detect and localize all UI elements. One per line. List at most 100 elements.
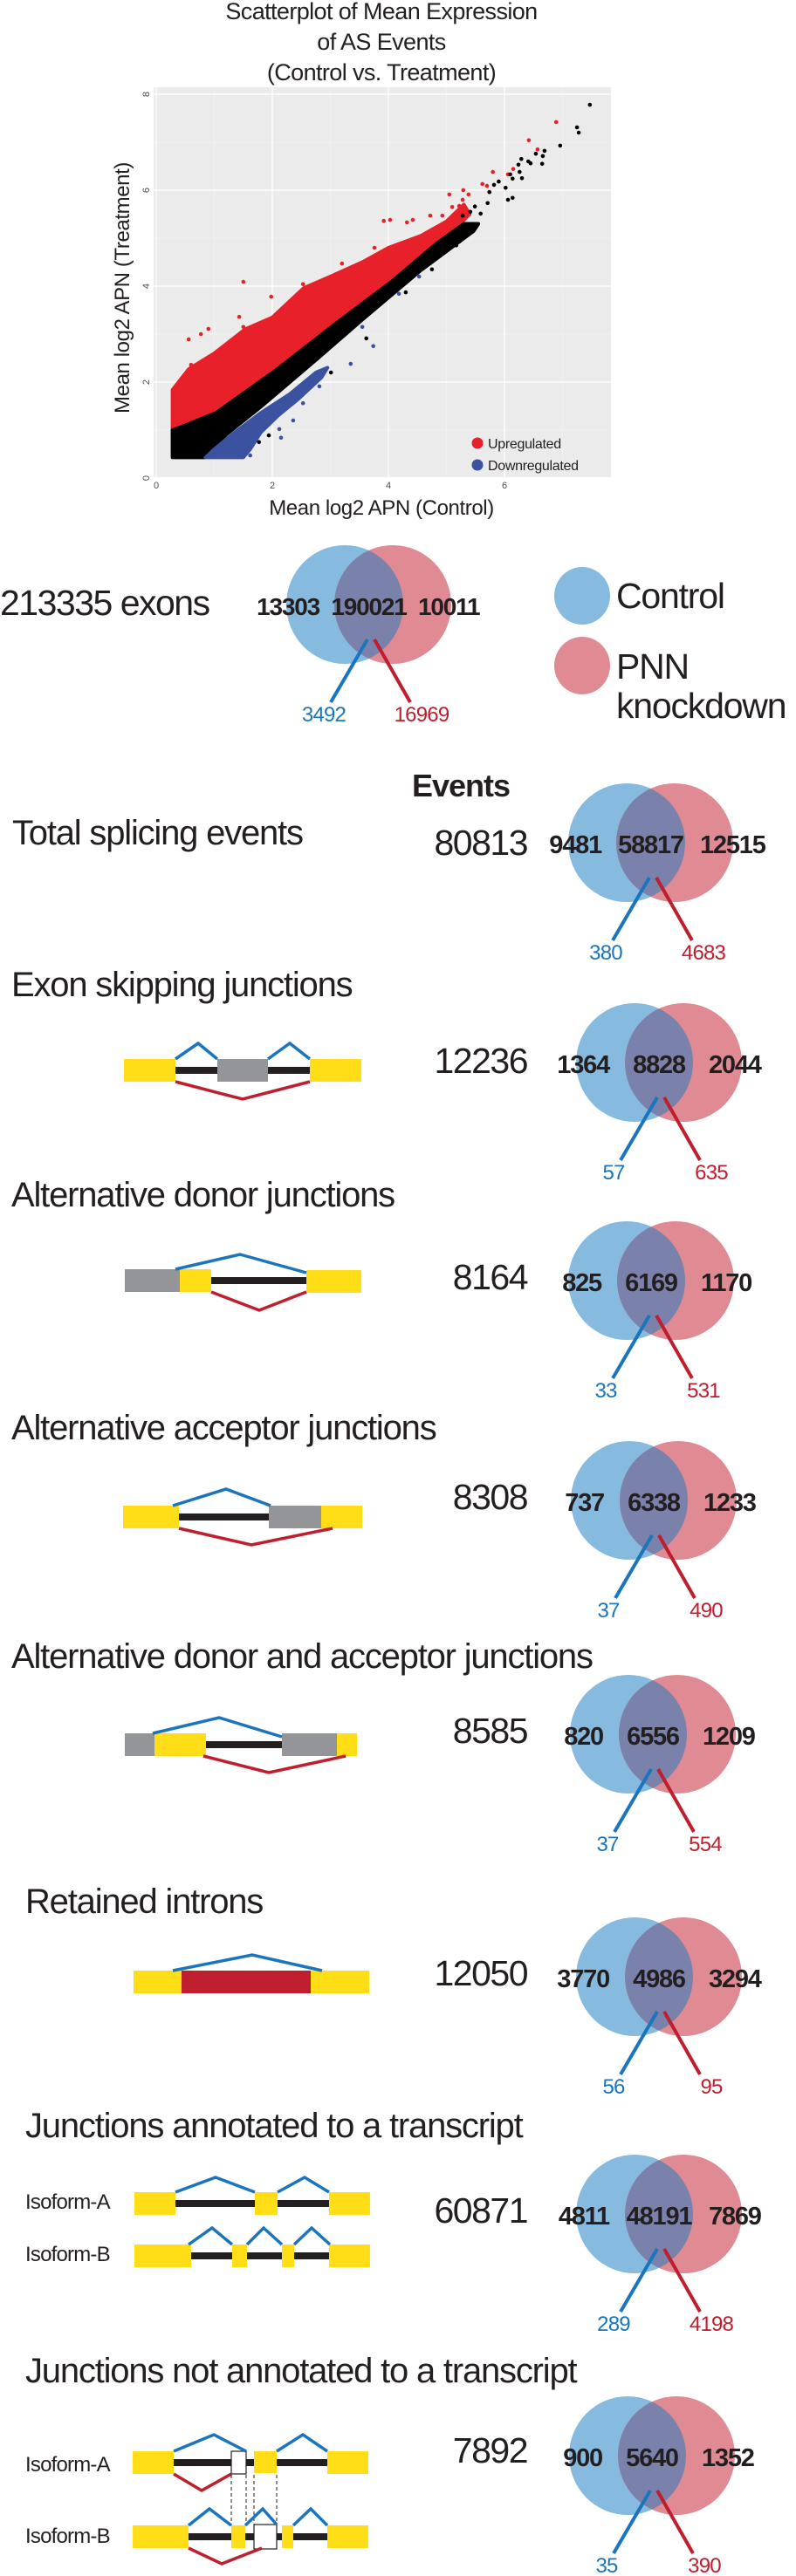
point-unchanged (472, 204, 477, 208)
differential-count-control: 289 (597, 2313, 630, 2336)
constitutive-exon (180, 1269, 211, 1292)
exons-total-label: 213335 exons (0, 583, 210, 623)
constitutive-exon (337, 1733, 357, 1756)
intron-line (205, 1741, 284, 1748)
down-pointer-line (655, 1315, 694, 1379)
isoform-b-label: Isoform-B (25, 2243, 110, 2266)
point-unchanged (540, 154, 546, 159)
row-total-count: 8585 (453, 1711, 528, 1751)
point-downregulated (360, 325, 365, 330)
intron-line (190, 2252, 330, 2259)
novel-junction (188, 2546, 263, 2566)
x-tick-label: 2 (270, 481, 275, 491)
proximal-donor-junction (210, 1290, 307, 1312)
junction (244, 2506, 278, 2527)
exon (133, 2451, 174, 2474)
x-tick-label: 4 (386, 481, 391, 491)
constitutive-exon (134, 1971, 182, 1993)
point-downregulated (248, 453, 253, 458)
y-tick-label: 8 (141, 92, 152, 97)
point-upregulated (186, 337, 191, 342)
splicing-junction (172, 1953, 323, 1972)
point-unchanged (516, 162, 521, 167)
venn-shared-count: 5640 (626, 2444, 678, 2472)
point-unchanged (539, 161, 545, 167)
differential-count-knockdown: 531 (687, 1379, 720, 1403)
point-upregulated (372, 245, 377, 250)
point-unchanged (491, 182, 497, 188)
x-tick-label: 0 (154, 481, 159, 491)
intron-line (173, 2459, 328, 2466)
inclusion-junction (175, 1041, 219, 1061)
venn-control-only-count: 1364 (557, 1051, 610, 1079)
venn-shared-count: 48191 (627, 2203, 693, 2231)
condition-legend: Control PNN knockdown (554, 567, 787, 726)
exon (231, 2525, 245, 2548)
point-unchanged (504, 186, 508, 190)
scatter-points (185, 102, 593, 458)
venn-overlap (617, 1221, 685, 1340)
exon (134, 2245, 191, 2267)
point-upregulated (405, 220, 409, 225)
exon (329, 2192, 370, 2215)
novel-exon-region (230, 2450, 247, 2475)
isoform-a-label: Isoform-A (25, 2453, 111, 2477)
constitutive-exon (123, 1506, 179, 1528)
exon (133, 2525, 189, 2548)
point-upregulated (310, 284, 315, 289)
dense-point-clouds (170, 202, 481, 460)
venn-shared-count: 4986 (633, 1965, 686, 1993)
differential-count-control: 3492 (302, 703, 347, 727)
junction (173, 2433, 247, 2453)
differential-count-knockdown: 4683 (682, 941, 726, 965)
junction (245, 2225, 284, 2246)
row-annotated-junctions: Junctions annotated to a transcript Isof… (25, 2107, 763, 2336)
down-pointer-line (655, 877, 694, 941)
venn-knockdown-only-count: 10011 (418, 593, 480, 620)
venn-shared-count: 6169 (625, 1269, 678, 1297)
row-title: Junctions not annotated to a transcript (25, 2352, 577, 2390)
legend-label-knockdown-line1: PNN (616, 646, 689, 687)
up-pointer-line (612, 2489, 652, 2555)
venn-knockdown-only-count: 1233 (703, 1489, 757, 1517)
venn-knockdown-only-count: 1352 (702, 2444, 754, 2472)
venn-control-only-count: 900 (563, 2444, 602, 2472)
proximal-acceptor-junction (172, 1487, 271, 1507)
row-total-count: 12236 (434, 1041, 527, 1081)
row-unannotated-junctions: Junctions not annotated to a transcript … (25, 2352, 755, 2576)
point-upregulated (449, 205, 455, 209)
point-unchanged (558, 143, 563, 148)
differential-count-knockdown: 554 (689, 1833, 722, 1856)
y-tick-label: 6 (141, 188, 152, 193)
intron-line (178, 1513, 270, 1520)
unannotated-junctions-diagram: Isoform-A Isoform-B (25, 2432, 368, 2566)
constitutive-exon (311, 1971, 369, 1993)
retained-intron-diagram (134, 1953, 369, 1993)
chart-title-line-1: Scatterplot of Mean Expression (225, 0, 537, 24)
legend-swatch-control (554, 567, 610, 625)
point-upregulated (237, 314, 242, 319)
point-upregulated (340, 261, 345, 266)
point-unchanged (478, 211, 483, 216)
point-upregulated (428, 213, 433, 218)
alternative-region (282, 1733, 337, 1756)
row-total-count: 12050 (434, 1953, 527, 1993)
down-pointer-line (656, 1768, 696, 1833)
point-unchanged (364, 336, 369, 341)
point-upregulated (553, 120, 559, 125)
point-upregulated (535, 147, 540, 152)
point-unchanged (508, 172, 512, 177)
junction (292, 2506, 329, 2527)
differential-count-knockdown: 490 (690, 1599, 723, 1623)
alternative-region (125, 1269, 180, 1292)
point-upregulated (456, 203, 462, 208)
point-upregulated (189, 362, 194, 367)
point-unchanged (511, 176, 515, 181)
alternative-donor-acceptor-diagram (125, 1716, 357, 1774)
inclusion-junction (266, 1041, 312, 1061)
